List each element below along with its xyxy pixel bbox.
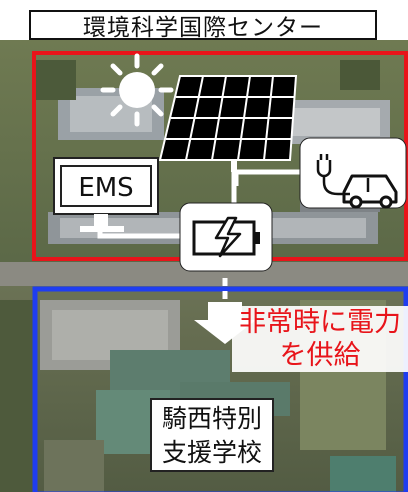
school-line2: 支援学校 (161, 438, 262, 467)
power-supply-callout: 非常時に電力 を供給 (232, 306, 408, 372)
sun-icon (100, 53, 174, 127)
page-title: 環境科学国際センター (29, 10, 377, 41)
school-label: 騎西特別 支援学校 (150, 398, 274, 472)
ems-label: EMS (60, 165, 152, 207)
callout-line1: 非常時に電力 (239, 307, 401, 338)
callout-line2: を供給 (279, 340, 361, 371)
lower-area-border (32, 286, 408, 492)
solar-panel-icon (158, 75, 298, 172)
battery-icon (179, 202, 273, 272)
school-line1: 騎西特別 (161, 404, 262, 433)
ev-charger-car-icon (299, 137, 407, 209)
